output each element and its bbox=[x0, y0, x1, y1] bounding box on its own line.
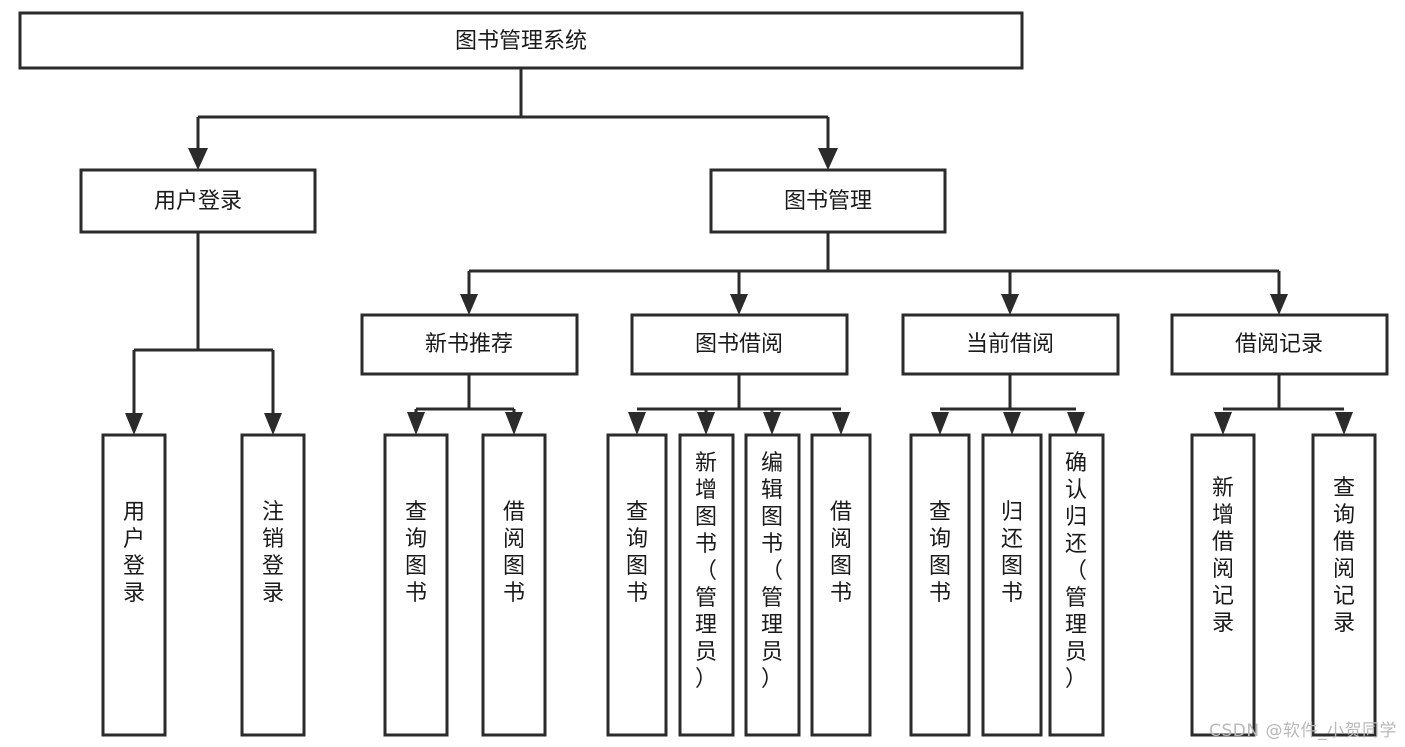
arrow-head-leaf-borrow-book-2 bbox=[832, 412, 850, 435]
node-leaf-query-record-label: 查询借阅记录 bbox=[1333, 476, 1355, 636]
arrow-head-leaf-add-book bbox=[697, 412, 715, 435]
node-leaf-borrow-book-2[interactable]: 借阅图书 bbox=[810, 433, 872, 737]
node-leaf-borrow-book-2-box[interactable] bbox=[810, 433, 872, 737]
arrow-head-leaf-query-record bbox=[1335, 412, 1353, 435]
node-leaf-query-book-1-label: 查询图书 bbox=[405, 500, 427, 606]
node-new-book-recommend-box[interactable] bbox=[360, 313, 579, 376]
node-leaf-add-record[interactable]: 新增借阅记录 bbox=[1190, 433, 1256, 737]
node-root-label: 图书管理系统 bbox=[455, 29, 587, 54]
node-borrow-record-box[interactable] bbox=[1170, 313, 1389, 376]
node-current-borrow-box[interactable] bbox=[901, 313, 1120, 376]
node-book-manage-box[interactable] bbox=[709, 168, 947, 234]
arrow-head-leaf-edit-book bbox=[763, 412, 781, 435]
arrow-head-book-borrow bbox=[730, 294, 748, 315]
arrow-head-leaf-add-record bbox=[1214, 412, 1232, 435]
node-root[interactable]: 图书管理系统 bbox=[18, 11, 1024, 70]
node-leaf-return-book-box[interactable] bbox=[981, 433, 1043, 737]
arrow-head-book-manage bbox=[818, 148, 838, 170]
node-leaf-user-login-label: 用户登录 bbox=[123, 500, 145, 606]
node-new-book-recommend[interactable]: 新书推荐 bbox=[360, 313, 579, 376]
node-leaf-logout[interactable]: 注销登录 bbox=[240, 433, 306, 737]
arrow-head-leaf-return-book bbox=[1003, 412, 1021, 435]
node-leaf-add-record-box[interactable] bbox=[1190, 433, 1256, 737]
node-user-login-box[interactable] bbox=[79, 168, 317, 234]
arrow-head-leaf-query-book-3 bbox=[931, 412, 949, 435]
node-leaf-logout-label: 注销登录 bbox=[262, 500, 284, 606]
node-root-box[interactable] bbox=[18, 11, 1024, 70]
node-borrow-record[interactable]: 借阅记录 bbox=[1170, 313, 1389, 376]
node-book-borrow-box[interactable] bbox=[630, 313, 849, 376]
arrow-head-leaf-confirm-return bbox=[1067, 412, 1085, 435]
node-book-manage[interactable]: 图书管理 bbox=[709, 168, 947, 234]
node-leaf-query-book-3[interactable]: 查询图书 bbox=[909, 433, 971, 737]
edge-layer bbox=[125, 68, 1353, 435]
node-current-borrow[interactable]: 当前借阅 bbox=[901, 313, 1120, 376]
node-leaf-add-book[interactable]: 新增图书（管理员） bbox=[678, 433, 735, 737]
node-leaf-borrow-book-1-box[interactable] bbox=[481, 433, 547, 737]
node-leaf-return-book[interactable]: 归还图书 bbox=[981, 433, 1043, 737]
node-leaf-query-book-3-box[interactable] bbox=[909, 433, 971, 737]
arrow-head-leaf-query-book-2 bbox=[628, 412, 646, 435]
node-leaf-logout-box[interactable] bbox=[240, 433, 306, 737]
arrow-head-leaf-borrow-book-1 bbox=[505, 412, 523, 435]
node-leaf-add-book-box[interactable] bbox=[678, 433, 735, 737]
arrow-head-leaf-logout bbox=[264, 413, 282, 435]
node-leaf-user-login[interactable]: 用户登录 bbox=[101, 433, 167, 737]
node-leaf-query-book-2-box[interactable] bbox=[606, 433, 668, 737]
node-leaf-add-record-label: 新增借阅记录 bbox=[1212, 476, 1234, 636]
node-leaf-query-record[interactable]: 查询借阅记录 bbox=[1311, 433, 1377, 737]
node-leaf-edit-book-box[interactable] bbox=[744, 433, 801, 737]
arrow-head-leaf-user-login bbox=[125, 413, 143, 435]
node-leaf-add-book-label: 新增图书（管理员） bbox=[695, 451, 717, 692]
node-leaf-query-book-1[interactable]: 查询图书 bbox=[383, 433, 449, 737]
arrow-head-borrow-record bbox=[1270, 294, 1288, 315]
node-leaf-confirm-return-box[interactable] bbox=[1048, 433, 1105, 737]
node-leaf-confirm-return[interactable]: 确认归还（管理员） bbox=[1048, 433, 1105, 737]
node-leaf-edit-book-label: 编辑图书（管理员） bbox=[761, 451, 783, 692]
node-book-borrow[interactable]: 图书借阅 bbox=[630, 313, 849, 376]
node-leaf-query-book-1-box[interactable] bbox=[383, 433, 449, 737]
node-leaf-query-book-2[interactable]: 查询图书 bbox=[606, 433, 668, 737]
node-borrow-record-label: 借阅记录 bbox=[1235, 332, 1323, 357]
arrow-head-current-borrow bbox=[1001, 294, 1019, 315]
arrow-head-new-book-recommend bbox=[460, 294, 478, 315]
node-leaf-user-login-box[interactable] bbox=[101, 433, 167, 737]
node-leaf-query-book-3-label: 查询图书 bbox=[929, 500, 951, 606]
node-leaf-borrow-book-2-label: 借阅图书 bbox=[830, 500, 852, 606]
node-leaf-query-record-box[interactable] bbox=[1311, 433, 1377, 737]
node-leaf-confirm-return-label: 确认归还（管理员） bbox=[1065, 451, 1087, 692]
node-user-login[interactable]: 用户登录 bbox=[79, 168, 317, 234]
node-leaf-edit-book[interactable]: 编辑图书（管理员） bbox=[744, 433, 801, 737]
node-new-book-recommend-label: 新书推荐 bbox=[425, 332, 513, 357]
node-leaf-query-book-2-label: 查询图书 bbox=[626, 500, 648, 606]
node-current-borrow-label: 当前借阅 bbox=[966, 332, 1054, 357]
node-book-manage-label: 图书管理 bbox=[784, 189, 872, 214]
node-leaf-borrow-book-1-label: 借阅图书 bbox=[503, 500, 525, 606]
node-leaf-borrow-book-1[interactable]: 借阅图书 bbox=[481, 433, 547, 737]
node-user-login-label: 用户登录 bbox=[154, 189, 242, 214]
node-leaf-return-book-label: 归还图书 bbox=[1001, 500, 1023, 606]
arrow-head-user-login bbox=[188, 148, 208, 170]
node-book-borrow-label: 图书借阅 bbox=[695, 332, 783, 357]
arrow-head-leaf-query-book-1 bbox=[407, 412, 425, 435]
